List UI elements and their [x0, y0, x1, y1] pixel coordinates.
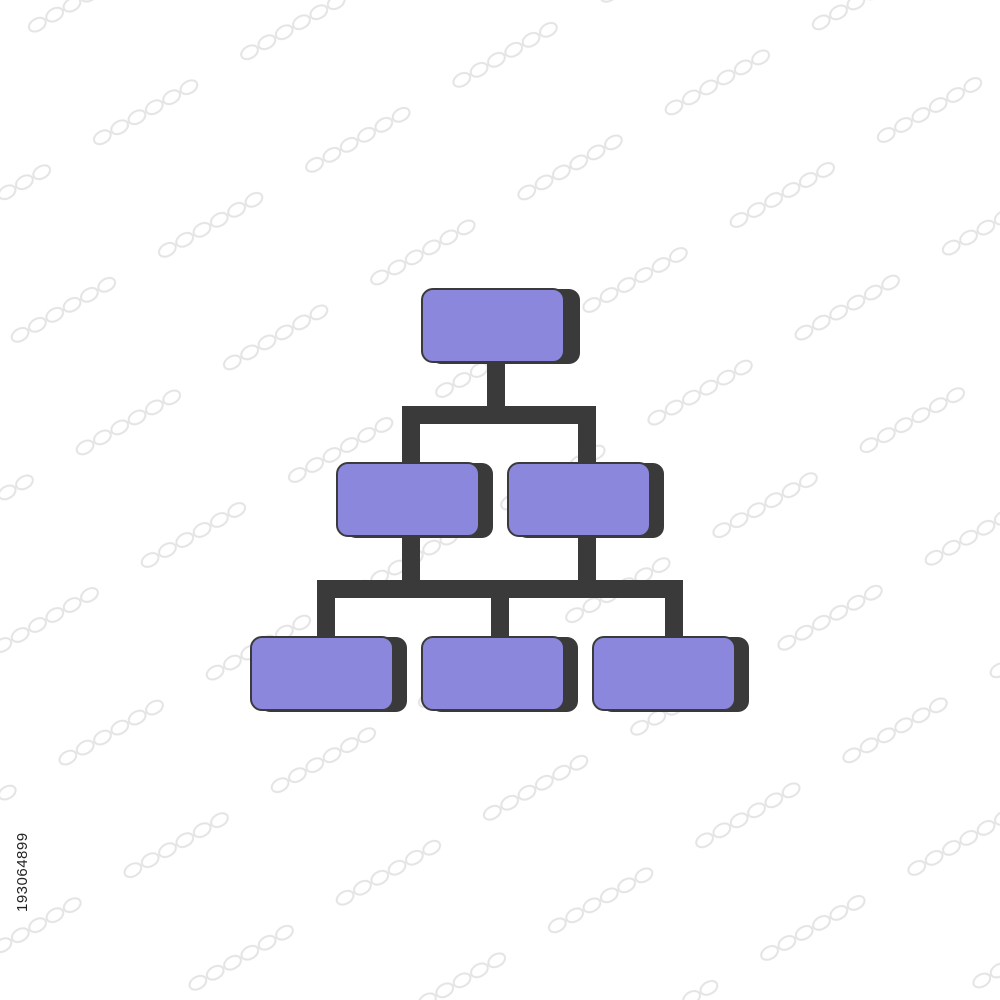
- node-root: [421, 288, 580, 364]
- node-level2-left: [336, 462, 493, 538]
- node-level3-left: [250, 636, 407, 712]
- connector-lines: [317, 362, 683, 640]
- stock-id-label: 193064899: [14, 832, 31, 912]
- node-level3-center: [421, 636, 578, 712]
- node-level3-right: [592, 636, 749, 712]
- node-level2-right: [507, 462, 664, 538]
